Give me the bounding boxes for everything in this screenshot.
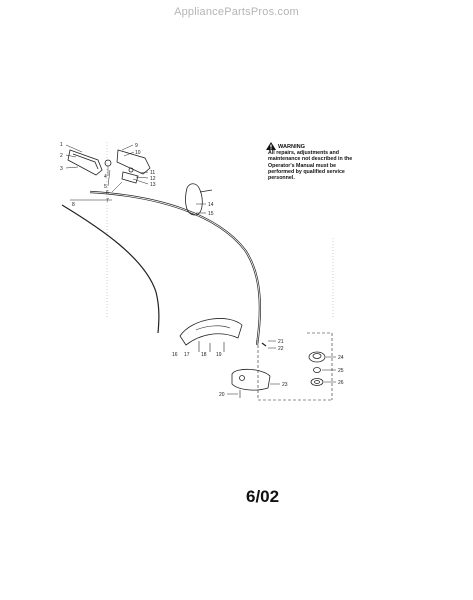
- callout-7: 7: [106, 198, 109, 204]
- throttle-screw: [128, 167, 134, 173]
- drive-shaft: [89, 190, 261, 346]
- callout-17: 17: [184, 352, 190, 358]
- warning-text: All repairs, adjustments and maintenance…: [268, 150, 353, 182]
- date-code: 6/02: [246, 487, 280, 506]
- callout-16: 16: [172, 352, 178, 358]
- warning-box: WARNING All repairs, adjustments and mai…: [268, 144, 360, 181]
- washer: [313, 367, 321, 373]
- debris-shield: [179, 318, 243, 346]
- callout-13: 13: [150, 182, 156, 188]
- callout-1: 1: [60, 142, 63, 148]
- throttle-housing-inner: [72, 153, 99, 170]
- watermark: AppliancePartsPros.com: [174, 6, 299, 18]
- callout-15: 15: [208, 211, 214, 217]
- callout-21: 21: [278, 339, 284, 345]
- callout-18: 18: [201, 352, 207, 358]
- throttle-spring: [104, 159, 112, 167]
- callout-23: 23: [282, 382, 288, 388]
- throttle-housing-left: [67, 149, 103, 176]
- callout-6: 6: [106, 190, 109, 196]
- gear-head: [231, 368, 271, 391]
- throttle-housing-right: [116, 149, 151, 175]
- callout-8: 8: [72, 202, 75, 208]
- callout-10: 10: [135, 150, 141, 156]
- callout-11: 11: [150, 170, 155, 176]
- flex-cable: [61, 204, 160, 334]
- callout-14: 14: [208, 202, 214, 208]
- callout-12: 12: [150, 176, 156, 182]
- callout-9: 9: [135, 143, 138, 149]
- spool: [308, 351, 326, 363]
- callout-26: 26: [338, 380, 344, 386]
- callout-24: 24: [338, 355, 344, 361]
- callout-2: 2: [60, 153, 63, 159]
- callout-19: 19: [216, 352, 222, 358]
- throttle-trigger: [121, 171, 139, 184]
- warning-title: WARNING: [278, 144, 306, 150]
- callout-25: 25: [338, 368, 344, 374]
- warning-icon: [266, 142, 276, 150]
- callout-4: 4: [104, 174, 107, 180]
- callout-5: 5: [104, 184, 107, 190]
- callout-22: 22: [278, 346, 284, 352]
- callout-3: 3: [60, 166, 63, 172]
- loop-handle: [185, 183, 203, 216]
- nut: [310, 378, 324, 386]
- callout-20: 20: [219, 392, 225, 398]
